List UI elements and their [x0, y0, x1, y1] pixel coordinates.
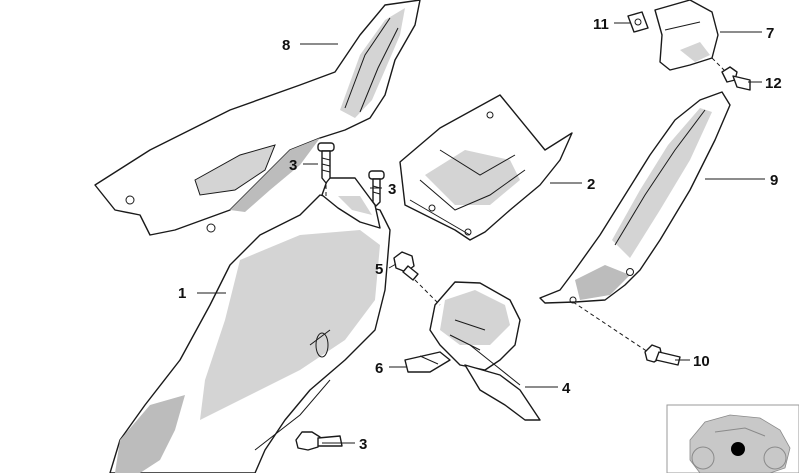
label-part-10: 10 [693, 353, 710, 370]
label-part-12: 12 [765, 75, 782, 92]
label-part-3-middle: 3 [388, 181, 396, 198]
label-part-11: 11 [593, 16, 609, 33]
part-2-bracket [399, 94, 573, 241]
label-part-3-top: 3 [289, 157, 297, 174]
label-part-1: 1 [178, 285, 186, 302]
bolt-10 [644, 344, 681, 366]
bolt-3-middle [368, 170, 385, 207]
bolt-3-bottom [295, 431, 343, 451]
label-part-3-bottom: 3 [359, 436, 367, 453]
part-9-grab-handle [539, 91, 731, 304]
bolt-3-top [317, 142, 335, 184]
part-1-tail-body [109, 177, 391, 473]
label-part-6: 6 [375, 360, 383, 377]
part-11-clip [627, 11, 649, 33]
label-part-4: 4 [562, 380, 571, 397]
label-part-8: 8 [282, 37, 290, 54]
part-4-light-housing [429, 281, 541, 421]
label-part-2: 2 [587, 176, 595, 193]
bolt-5 [393, 251, 419, 281]
part-6-bracket [404, 351, 451, 373]
assembly-line-bolt-10 [572, 301, 649, 353]
assembly-line-bolt-12 [711, 57, 725, 71]
motorcycle-locator-thumbnail [666, 404, 799, 473]
label-part-9: 9 [770, 172, 778, 189]
label-part-5: 5 [375, 261, 383, 278]
leader-5 [388, 263, 397, 269]
label-part-7: 7 [766, 25, 774, 42]
assembly-line-bolt-5 [414, 279, 441, 306]
part-8-side-rail [94, 0, 421, 236]
part-7-cover [654, 0, 719, 71]
bolt-12 [721, 66, 751, 91]
location-marker-dot [731, 442, 745, 456]
